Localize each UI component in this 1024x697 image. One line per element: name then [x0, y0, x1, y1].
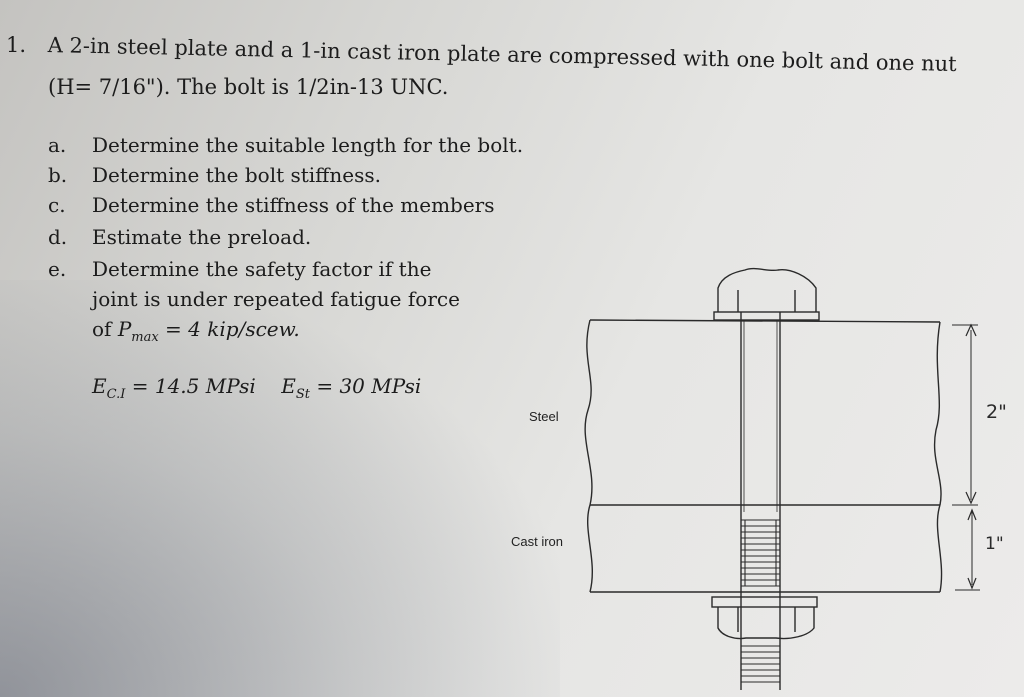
steel-label: Steel [529, 409, 559, 424]
material-equations: EC.I = 14.5 MPsi ESt = 30 MPsi [92, 374, 422, 402]
nut [711, 596, 818, 640]
cast-iron-label: Cast iron [511, 534, 564, 549]
bolt-head [713, 267, 820, 321]
question-line-2: (H= 7/16"). The bolt is 1/2in-13 UNC. [48, 75, 449, 99]
steel-plate [584, 319, 942, 506]
dimension-steel-thickness: 2" [986, 401, 1007, 423]
bolt-shank [740, 312, 781, 690]
part-c: c.Determine the stiffness of the members [48, 193, 495, 217]
dimension-cast-iron-thickness: 1" [985, 534, 1004, 554]
cast-iron-plate [586, 504, 943, 593]
question-number: 1. [6, 33, 27, 57]
bolt-threads [741, 519, 780, 683]
part-d: d.Estimate the preload. [48, 225, 312, 249]
dimension-lines [952, 323, 980, 591]
part-a: a.Determine the suitable length for the … [48, 133, 524, 157]
part-e: e.Determine the safety factor if the [48, 257, 432, 281]
part-e-continuation-2: of Pmax = 4 kip/scew. [92, 317, 300, 345]
part-e-continuation-1: joint is under repeated fatigue force [92, 287, 460, 311]
part-b: b.Determine the bolt stiffness. [48, 163, 381, 187]
